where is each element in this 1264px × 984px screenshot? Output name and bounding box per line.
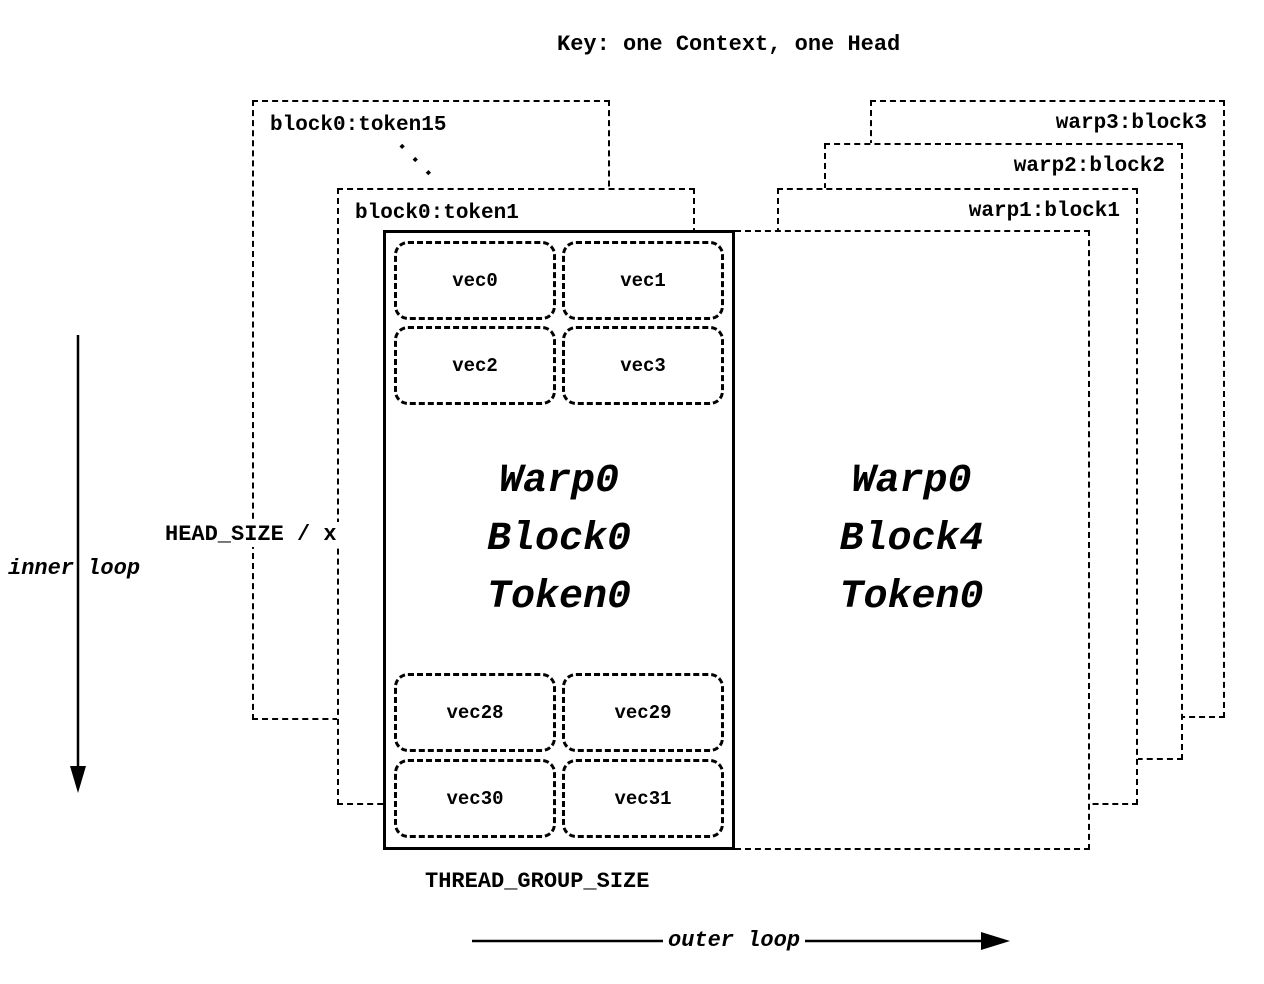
vec2-label: vec2	[452, 354, 498, 377]
main-block-box: vec0 vec1 vec2 vec3 Warp0 Block0 Token0 …	[383, 230, 735, 850]
vec31-label: vec31	[614, 787, 672, 810]
vec0-label: vec0	[452, 269, 498, 292]
vec31-cell: vec31	[562, 759, 724, 838]
inner-loop-arrow	[70, 335, 86, 793]
vec28-cell: vec28	[394, 673, 556, 752]
vec3-label: vec3	[620, 354, 666, 377]
right-block-title-line3: Token0	[839, 575, 984, 620]
warp2-layer-label: warp2:block2	[1013, 155, 1165, 178]
vec30-label: vec30	[446, 787, 504, 810]
main-block-title: Warp0 Block0 Token0	[386, 453, 732, 627]
token15-layer-label: block0:token15	[270, 114, 447, 137]
main-block-title-line1: Warp0	[498, 459, 620, 504]
vec28-label: vec28	[446, 701, 504, 724]
vec2-cell: vec2	[394, 326, 556, 405]
warp3-layer-label: warp3:block3	[1055, 112, 1207, 135]
thread-group-size-label: THREAD_GROUP_SIZE	[425, 869, 650, 894]
vec30-cell: vec30	[394, 759, 556, 838]
right-block-box: Warp0 Block4 Token0	[735, 230, 1090, 850]
right-block-title-line2: Block4	[839, 517, 984, 562]
token1-layer-label: block0:token1	[355, 202, 519, 225]
warp1-layer-label: warp1:block1	[968, 200, 1120, 223]
main-block-title-line2: Block0	[486, 517, 632, 562]
vec1-cell: vec1	[562, 241, 724, 320]
right-block-title-line1: Warp0	[851, 459, 972, 504]
vec29-cell: vec29	[562, 673, 724, 752]
main-block-title-line3: Token0	[486, 575, 632, 620]
vec3-cell: vec3	[562, 326, 724, 405]
vec29-label: vec29	[614, 701, 672, 724]
outer-loop-label: outer loop	[663, 928, 806, 953]
head-size-label: HEAD_SIZE / x	[163, 522, 339, 547]
inner-loop-label: inner loop	[8, 556, 141, 581]
vec1-label: vec1	[620, 269, 666, 292]
vec0-cell: vec0	[394, 241, 556, 320]
diagram-title: Key: one Context, one Head	[557, 32, 901, 57]
right-block-title: Warp0 Block4 Token0	[735, 453, 1088, 627]
